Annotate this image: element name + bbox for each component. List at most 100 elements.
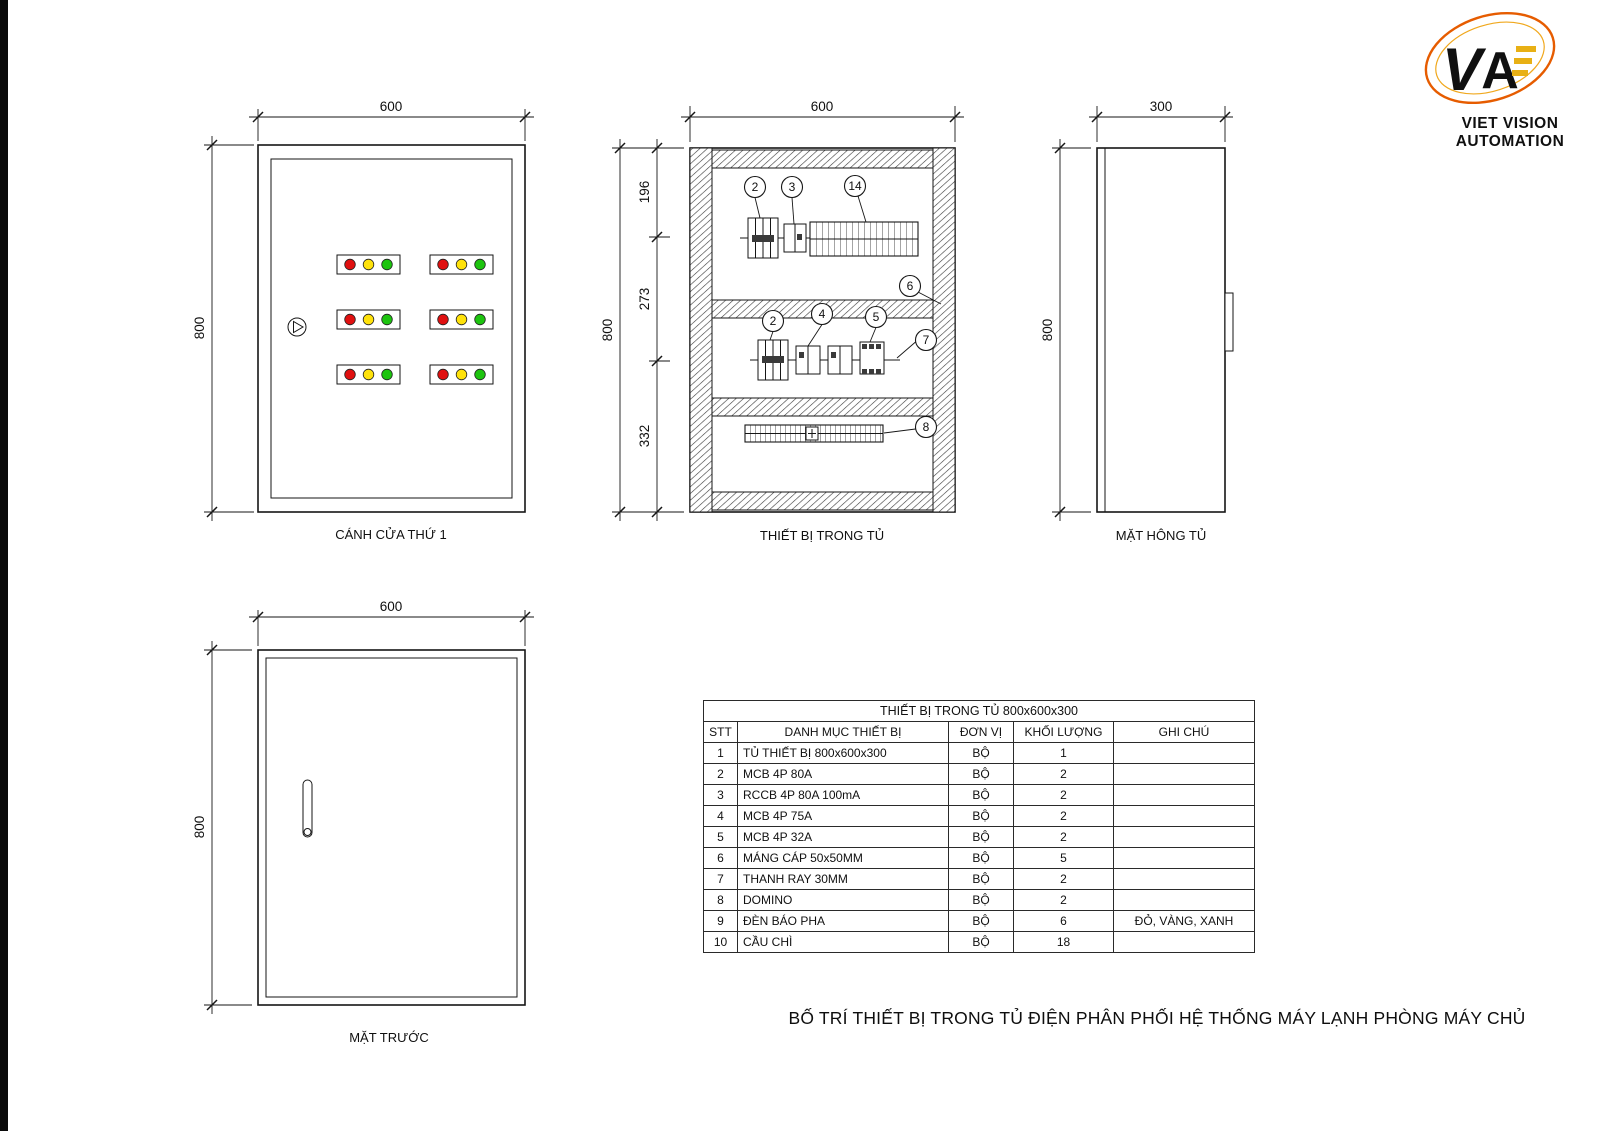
front-width-dimension: 600 (249, 599, 534, 646)
table-row: 6 MÁNG CÁP 50x50MM BỘ 5 (703, 847, 1255, 869)
terminal-block (859, 341, 885, 375)
dim-ticks (651, 142, 663, 518)
cell-stt: 6 (703, 847, 738, 869)
cell-note (1113, 742, 1255, 764)
header-note: GHI CHÚ (1113, 721, 1255, 743)
indicator-lamp-plate (336, 364, 401, 385)
dim-ticks (252, 611, 531, 623)
dim-ticks (614, 142, 626, 518)
cell-stt: 9 (703, 910, 738, 932)
cell-unit: BỘ (948, 784, 1014, 806)
callout-5: 5 (864, 305, 888, 343)
front-outer-frame (257, 649, 526, 1006)
front-width-dim-label: 600 (380, 599, 403, 614)
cell-unit: BỘ (948, 910, 1014, 932)
indicator-lamp-plate (336, 309, 401, 330)
callout-14: 14 (843, 174, 867, 223)
lamp-yellow-icon (455, 313, 468, 326)
side-width-dimension: 300 (1089, 99, 1233, 142)
door-lock-icon (287, 317, 307, 337)
cell-unit: BỘ (948, 826, 1014, 848)
cell-unit: BỘ (948, 931, 1014, 953)
cell-stt: 1 (703, 742, 738, 764)
cell-item: MCB 4P 75A (737, 805, 949, 827)
equipment-table: THIẾT BỊ TRONG TỦ 800x600x300 STT DANH M… (703, 700, 1255, 953)
dim-ticks (206, 139, 218, 518)
cell-note (1113, 805, 1255, 827)
mcb-breaker (747, 217, 779, 259)
lamp-yellow-icon (362, 258, 375, 271)
side-view-caption: MẶT HÔNG TỦ (1116, 528, 1207, 543)
equipment-layout-view: 600 800 196 273 332 (600, 99, 964, 543)
cell-qty: 2 (1013, 784, 1114, 806)
dim-ticks (1054, 142, 1066, 518)
table-row: 8 DOMINO BỘ 2 (703, 889, 1255, 911)
cell-stt: 2 (703, 763, 738, 785)
cell-note: ĐỎ, VÀNG, XANH (1113, 910, 1255, 932)
cell-note (1113, 868, 1255, 890)
header-qty: KHỐI LƯỢNG (1013, 721, 1114, 743)
door-handle (302, 779, 313, 838)
cell-item: CẦU CHÌ (737, 931, 949, 953)
cable-trunk-left (689, 147, 713, 513)
cell-stt: 7 (703, 868, 738, 890)
table-title-row: THIẾT BỊ TRONG TỦ 800x600x300 (703, 700, 1255, 722)
cell-item: DOMINO (737, 889, 949, 911)
logo-monogram-v: V (1442, 36, 1487, 103)
door-height-dimension: 800 (192, 136, 254, 521)
cell-item: THANH RAY 30MM (737, 868, 949, 890)
rccb-breaker (783, 223, 807, 253)
lamp-yellow-icon (455, 368, 468, 381)
cable-trunk-top (711, 149, 934, 169)
lamp-green-icon (381, 313, 393, 326)
equipment-width-dim-label: 600 (811, 99, 834, 114)
logo-brand-line2: AUTOMATION (1456, 133, 1565, 150)
callout-label: 4 (819, 307, 826, 321)
equipment-width-dimension: 600 (681, 99, 964, 142)
cell-note (1113, 931, 1255, 953)
header-unit: ĐƠN VỊ (948, 721, 1014, 743)
lamp-red-icon (344, 368, 356, 381)
dim-ticks (1091, 111, 1231, 123)
cell-item: MCB 4P 32A (737, 826, 949, 848)
cable-trunk-bottom (711, 491, 934, 511)
scan-edge-strip (0, 0, 8, 1131)
table-title: THIẾT BỊ TRONG TỦ 800x600x300 (703, 700, 1255, 722)
lamp-green-icon (381, 258, 393, 271)
sheet-title: BỐ TRÍ THIẾT BỊ TRONG TỦ ĐIỆN PHÂN PHỐI … (788, 1008, 1526, 1028)
cell-qty: 2 (1013, 889, 1114, 911)
table-row: 10 CẦU CHÌ BỘ 18 (703, 931, 1255, 953)
cell-note (1113, 784, 1255, 806)
lamp-green-icon (474, 368, 486, 381)
dim-ticks (206, 644, 218, 1011)
indicator-lamp-plate (429, 254, 494, 275)
cell-stt: 10 (703, 931, 738, 953)
cell-qty: 1 (1013, 742, 1114, 764)
logo-brand-line1: VIET VISION (1462, 115, 1559, 132)
cabinet-back-panel (689, 147, 956, 513)
front-height-dim-label: 800 (192, 816, 207, 839)
segment-dim-label: 332 (637, 425, 652, 448)
side-width-dim-label: 300 (1150, 99, 1173, 114)
lamp-green-icon (474, 258, 486, 271)
cable-trunk-mid2 (711, 397, 934, 417)
table-row: 4 MCB 4P 75A BỘ 2 (703, 805, 1255, 827)
lamp-red-icon (437, 313, 449, 326)
logo-bars-icon (1512, 46, 1536, 76)
logo-swoosh-inner-icon (1435, 21, 1545, 95)
door-width-dimension: 600 (249, 99, 534, 141)
lamp-green-icon (474, 313, 486, 326)
cell-stt: 4 (703, 805, 738, 827)
header-item: DANH MỤC THIẾT BỊ (737, 721, 949, 743)
cell-qty: 18 (1013, 931, 1114, 953)
company-logo: V A VIET VISION AUTOMATION (1398, 6, 1573, 161)
side-view: 300 800 MẶT HÔNG TỦ (1040, 99, 1234, 543)
cell-note (1113, 826, 1255, 848)
lamp-yellow-icon (455, 258, 468, 271)
callout-2a: 2 (743, 175, 767, 219)
fuse-terminal-strip (809, 221, 919, 257)
indicator-lamp-plate (429, 309, 494, 330)
callout-6: 6 (898, 274, 942, 305)
cell-unit: BỘ (948, 847, 1014, 869)
